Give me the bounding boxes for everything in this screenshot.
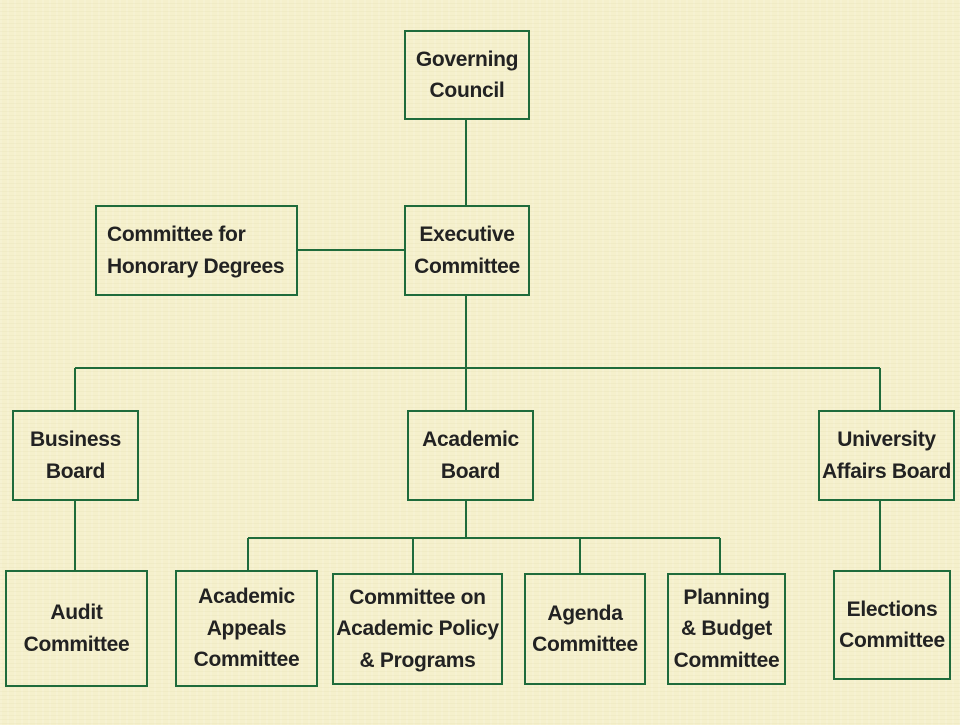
node-label: University — [837, 428, 936, 451]
node-academic-appeals-committee: Academic Appeals Committee — [175, 570, 318, 687]
node-label: Committee — [532, 633, 638, 656]
node-executive-committee: Executive Committee — [404, 205, 530, 296]
node-honorary-degrees: Committee for Honorary Degrees — [95, 205, 298, 296]
node-label: Appeals — [206, 616, 287, 640]
node-label: Board — [440, 459, 501, 483]
node-label: & Programs — [359, 648, 476, 672]
node-academic-board: Academic Board — [407, 410, 534, 501]
node-label: Agenda — [547, 601, 623, 625]
node-label: Committee for — [107, 223, 246, 246]
node-label: Elections — [846, 597, 938, 621]
node-agenda-committee: Agenda Committee — [524, 573, 646, 685]
node-label: Planning — [683, 585, 770, 609]
node-label: Executive — [419, 223, 515, 246]
node-audit-committee: Audit Committee — [5, 570, 148, 687]
node-label: & Budget — [681, 617, 772, 641]
node-label: Committee — [673, 648, 780, 672]
node-label: Board — [45, 459, 106, 483]
node-label: Audit — [50, 601, 103, 624]
node-university-affairs-board: University Affairs Board — [818, 410, 955, 501]
node-governing-council: Governing Council — [404, 30, 530, 120]
node-label: Committee — [839, 629, 945, 652]
node-label: Honorary Degrees — [107, 254, 285, 278]
node-label: Academic — [198, 585, 295, 609]
node-label: Committee on — [349, 585, 486, 609]
node-label: Governing — [415, 47, 519, 71]
node-label: Committee — [414, 254, 520, 278]
node-elections-committee: Elections Committee — [833, 570, 951, 680]
node-label: Committee — [23, 632, 130, 656]
node-label: Council — [429, 79, 505, 102]
node-label: Academic Policy — [336, 617, 499, 641]
node-label: Affairs Board — [821, 459, 952, 483]
node-label: Committee — [193, 648, 300, 672]
node-label: Academic — [422, 428, 519, 451]
node-business-board: Business Board — [12, 410, 139, 501]
node-academic-policy-committee: Committee on Academic Policy & Programs — [332, 573, 503, 685]
node-label: Business — [30, 428, 121, 451]
node-planning-budget-committee: Planning & Budget Committee — [667, 573, 786, 685]
